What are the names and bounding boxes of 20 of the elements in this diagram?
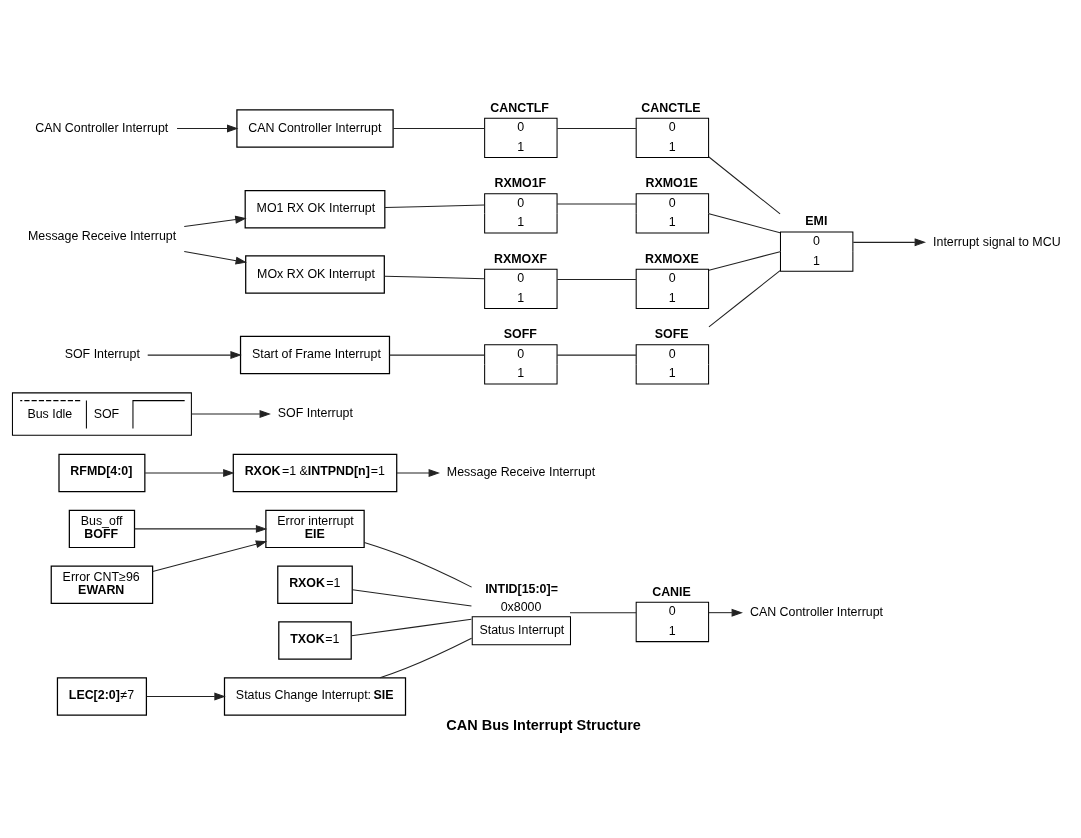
node-text: Message Receive Interrupt — [446, 464, 596, 479]
node-text: SOF Interrupt — [277, 405, 353, 420]
node-text: RXMO1F 0 1 — [494, 175, 547, 229]
node-text: EMI 0 1 — [805, 213, 828, 268]
node-text: CAN Controller Interrupt — [749, 604, 884, 619]
node-label: INTID[15:0]= — [485, 581, 558, 596]
node-text: SOFF 0 1 — [503, 326, 537, 380]
caption: CAN Bus Interrupt Structure — [446, 716, 641, 733]
node-text: RXMO1E 0 1 — [645, 175, 698, 229]
node-text: RXMOXF 0 1 — [493, 251, 548, 305]
node-text: CANCTLF 0 1 — [490, 100, 549, 154]
node-text: SOF Interrupt — [64, 346, 140, 361]
node-label: 0x8000 — [500, 599, 542, 614]
node-text: Message Receive Interrupt — [27, 228, 177, 243]
node-text: CANIE 0 1 — [652, 584, 691, 638]
node-text: RXMOXE 0 1 — [644, 251, 699, 305]
node-text: SOFE 0 1 — [654, 326, 689, 380]
node-text: CAN Controller Interrupt — [35, 120, 169, 135]
node-text: CANCTLE 0 1 — [641, 100, 701, 154]
node-text: Interrupt signal to MCU — [933, 234, 1061, 249]
